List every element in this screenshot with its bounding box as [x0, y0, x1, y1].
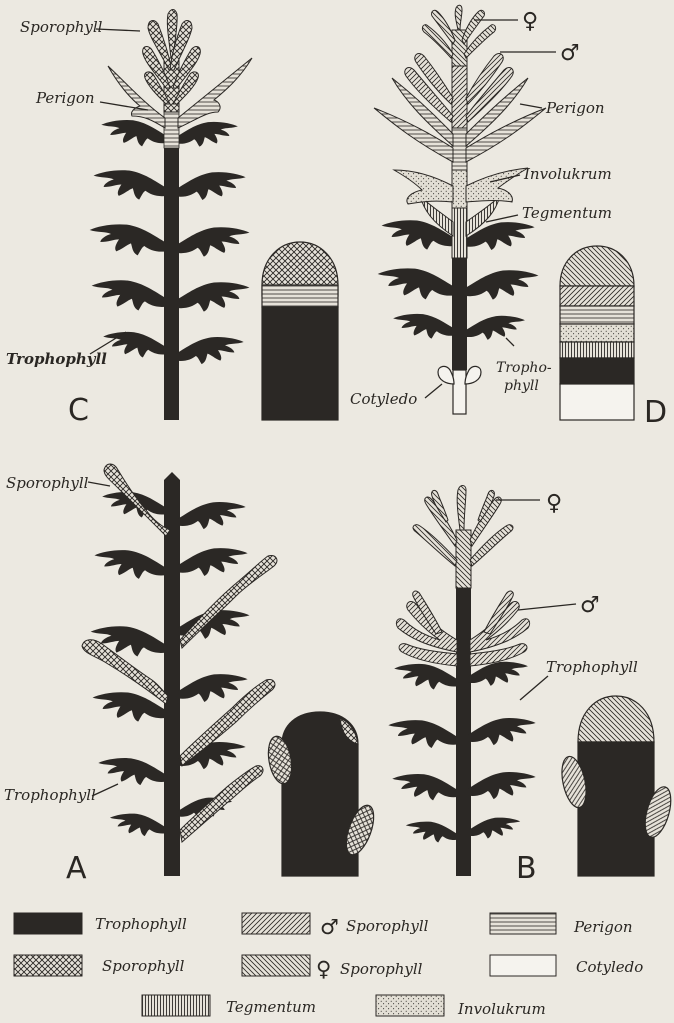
- label-perigon-d: Perigon: [545, 99, 605, 117]
- legend-label-cotyledo: Cotyledo: [576, 958, 643, 976]
- label-male-b: ♂: [580, 593, 600, 618]
- label-female-d: ♀: [522, 9, 538, 34]
- label-cotyledo-d: Cotyledo: [350, 390, 417, 408]
- panel-d-bar: [560, 246, 634, 420]
- label-perigon-c: Perigon: [35, 89, 95, 107]
- legend-item-tegmentum: Tegmentum: [142, 995, 316, 1016]
- panel-letter-d: D: [644, 395, 667, 430]
- label-involukrum-d: Involukrum: [523, 165, 612, 183]
- label-trophophyll-c: Trophophyll: [6, 350, 107, 368]
- legend-label-male-sporophyll: Sporophyll: [346, 917, 429, 935]
- panel-letter-b: B: [516, 851, 537, 886]
- legend-symbol-female: ♀: [316, 957, 331, 981]
- panel-b-bar: [558, 696, 674, 876]
- legend-item-sporophyll: Sporophyll: [14, 955, 185, 976]
- panel-letter-a: A: [66, 851, 87, 886]
- label-female-b: ♀: [546, 491, 562, 516]
- label-sporophyll-a: Sporophyll: [6, 474, 89, 492]
- panel-d-cotyledons: [438, 366, 481, 414]
- panel-a-bar: [265, 712, 379, 876]
- label-tropho-d-1: Tropho-: [496, 360, 552, 376]
- legend-item-perigon: Perigon: [490, 913, 633, 936]
- legend-label-female-sporophyll: Sporophyll: [340, 960, 423, 978]
- label-trophophyll-a: Trophophyll: [4, 786, 96, 804]
- legend-item-female-sporophyll: ♀ Sporophyll: [242, 955, 423, 981]
- label-tropho-d-2: phyll: [504, 378, 539, 394]
- legend-label-sporophyll: Sporophyll: [102, 957, 185, 975]
- panel-c-sporophylls: [143, 10, 201, 113]
- panel-letter-c: C: [68, 393, 89, 428]
- label-trophophyll-b: Trophophyll: [546, 658, 638, 676]
- legend-item-cotyledo: Cotyledo: [490, 955, 643, 976]
- legend-label-perigon: Perigon: [573, 918, 633, 936]
- legend-label-tegmentum: Tegmentum: [226, 998, 316, 1016]
- label-tegmentum-d: Tegmentum: [522, 204, 612, 222]
- panel-b: ♀ ♂ Trophophyll B: [388, 486, 674, 887]
- panel-c-bar: [262, 242, 338, 420]
- panel-b-female-sporophylls: [413, 486, 513, 589]
- legend-item-involukrum: Involukrum: [376, 995, 546, 1018]
- panel-d-female-sporophylls: [422, 5, 495, 66]
- legend-label-trophophyll: Trophophyll: [95, 915, 187, 933]
- panel-d-involukrum: [394, 168, 528, 208]
- label-male-d: ♂: [560, 41, 580, 66]
- legend-label-involukrum: Involukrum: [457, 1000, 546, 1018]
- panel-c: Sporophyll Perigon Trophophyll C: [6, 10, 338, 429]
- legend-item-male-sporophyll: ♂ Sporophyll: [242, 913, 429, 939]
- panel-a: Sporophyll Trophophyll A: [4, 464, 379, 886]
- label-sporophyll-c: Sporophyll: [20, 18, 103, 36]
- legend-item-trophophyll: Trophophyll: [14, 913, 187, 934]
- legend-symbol-male: ♂: [320, 915, 339, 939]
- panel-d: ♀ ♂ Perigon Involukrum Tegmentum Tropho-…: [350, 5, 667, 430]
- legend: Trophophyll Sporophyll ♂ Sporophyll ♀ Sp…: [14, 913, 643, 1018]
